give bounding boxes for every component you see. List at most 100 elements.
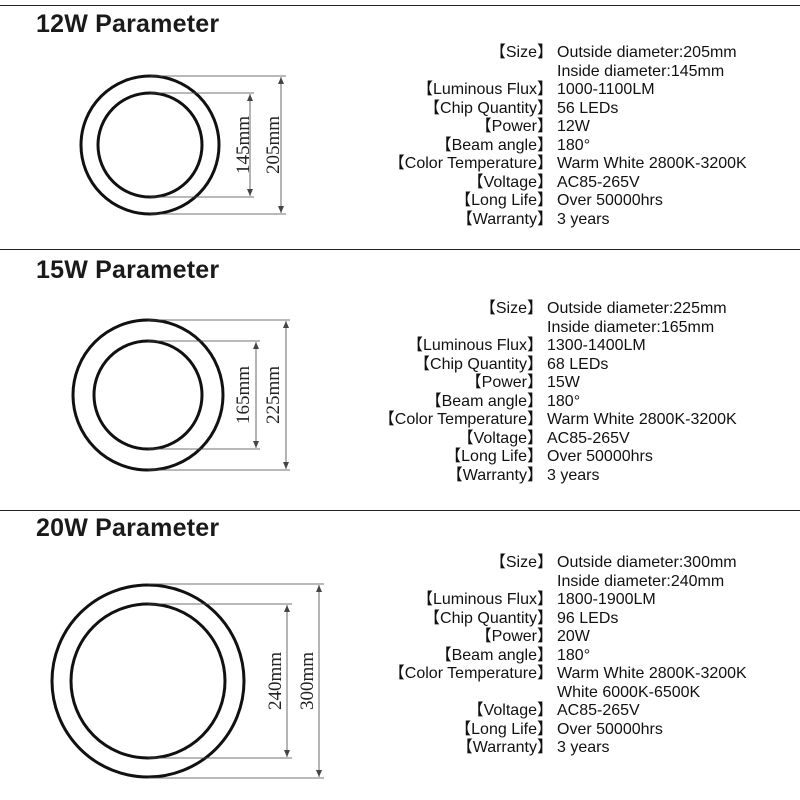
section-title-20w: 20W Parameter [36,514,220,542]
spec-label: 【Luminous Flux】 [406,337,543,354]
spec-value: Over 50000hrs [557,720,663,738]
spec-label: 【Chip Quantity】 [424,609,553,627]
spec-value: 15W [547,374,580,391]
spec-row: 【Luminous Flux】1300-1400LM [365,337,737,356]
spec-label: 【Voltage】 [467,173,553,191]
spec-row: 【Size】Outside diameter:205mm [375,44,747,63]
outer-diameter-label-12w: 205mm [263,116,284,174]
spec-value: 1300-1400LM [547,337,646,354]
spec-label: 【Color Temperature】 [378,411,543,428]
spec-label [365,319,543,338]
spec-value: 1000-1100LM [557,81,655,98]
spec-row: 【Beam angle】180° [375,647,747,666]
spec-value: Over 50000hrs [547,448,653,465]
spec-value: 1800-1900LM [557,591,656,608]
spec-value: Outside diameter:300mm [557,554,737,571]
spec-value: Outside diameter:225mm [547,300,727,317]
spec-label [375,684,553,703]
spec-list-20w: 【Size】Outside diameter:300mm Inside diam… [375,554,747,758]
spec-label: 【Beam angle】 [425,392,543,410]
spec-value: Inside diameter:165mm [547,318,715,336]
top-divider [0,5,800,6]
spec-label: 【Color Temperature】 [388,155,553,172]
section-divider [0,249,800,250]
spec-row: 【Color Temperature】Warm White 2800K-3200… [375,665,747,684]
outer-ring-12w [79,74,221,216]
ring-diagram-12w: 145mm 205mm [0,72,300,222]
spec-row: White 6000K-6500K [375,684,747,703]
spec-value: Warm White 2800K-3200K [557,665,747,682]
ring-diagram-20w: 240mm 300mm [0,560,330,800]
spec-label: 【Voltage】 [467,702,553,719]
spec-row: 【Warranty】3 years [375,211,747,230]
spec-label: 【Warranty】 [456,739,553,756]
spec-row: 【Chip Quantity】68 LEDs [365,356,737,375]
spec-row: 【Long Life】Over 50000hrs [375,721,747,740]
spec-value: AC85-265V [547,429,630,447]
outer-diameter-label-15w: 225mm [263,366,284,424]
spec-value: 3 years [557,210,610,228]
spec-value: Warm White 2800K-3200K [547,411,737,428]
spec-value: 3 years [547,466,600,484]
spec-row: 【Long Life】Over 50000hrs [375,192,747,211]
spec-label: 【Power】 [475,118,553,135]
spec-row: 【Voltage】AC85-265V [375,702,747,721]
spec-label: 【Beam angle】 [435,136,553,154]
spec-label: 【Long Life】 [455,192,553,209]
spec-value: 68 LEDs [547,355,609,373]
spec-label: 【Color Temperature】 [388,665,553,682]
spec-value: 3 years [557,739,610,756]
section-divider [0,510,800,511]
inner-diameter-label-20w: 240mm [265,652,286,710]
spec-row: 【Size】Outside diameter:300mm [375,554,747,573]
spec-label: 【Size】 [479,300,543,317]
spec-list-15w: 【Size】Outside diameter:225mm Inside diam… [365,300,737,485]
ring-diagram-15w: 165mm 225mm [0,318,300,478]
spec-label: 【Size】 [489,554,553,571]
spec-value: AC85-265V [557,702,640,719]
section-title-15w: 15W Parameter [36,256,220,284]
spec-label [375,573,553,592]
spec-value: Inside diameter:240mm [557,572,725,590]
spec-row: 【Long Life】Over 50000hrs [365,448,737,467]
spec-value: 180° [557,136,591,154]
spec-row: 【Voltage】AC85-265V [365,430,737,449]
inner-ring-12w [96,91,204,199]
spec-value: Over 50000hrs [557,192,663,209]
spec-value: 12W [557,118,590,135]
spec-label: 【Power】 [475,628,553,645]
spec-row: 【Power】15W [365,374,737,393]
spec-row: 【Warranty】3 years [365,467,737,486]
spec-row: Inside diameter:165mm [365,319,737,338]
spec-value: 56 LEDs [557,99,619,117]
spec-value: White 6000K-6500K [557,683,701,701]
spec-value: 96 LEDs [557,609,619,627]
spec-value: Inside diameter:145mm [557,62,725,80]
spec-value: AC85-265V [557,173,640,191]
spec-label: 【Warranty】 [456,210,553,228]
spec-row: 【Power】12W [375,118,747,137]
spec-list-12w: 【Size】Outside diameter:205mm Inside diam… [375,44,747,229]
spec-label: 【Luminous Flux】 [416,591,553,608]
spec-label: 【Chip Quantity】 [424,99,553,117]
spec-label: 【Luminous Flux】 [416,81,553,98]
inner-diameter-label-15w: 165mm [233,366,254,424]
spec-row: 【Color Temperature】Warm White 2800K-3200… [375,155,747,174]
spec-label [375,63,553,82]
spec-row: 【Power】20W [375,628,747,647]
outer-ring-20w [50,583,246,779]
spec-row: 【Chip Quantity】56 LEDs [375,100,747,119]
spec-row: 【Beam angle】180° [365,393,737,412]
spec-value: 20W [557,628,590,645]
spec-value: 180° [547,392,581,410]
inner-ring-20w [69,602,227,760]
spec-row: 【Luminous Flux】1800-1900LM [375,591,747,610]
spec-label: 【Voltage】 [457,429,543,447]
spec-row: 【Chip Quantity】96 LEDs [375,610,747,629]
spec-value: Outside diameter:205mm [557,44,737,61]
spec-value: Warm White 2800K-3200K [557,155,747,172]
spec-row: 【Beam angle】180° [375,137,747,156]
spec-row: Inside diameter:240mm [375,573,747,592]
spec-label: 【Long Life】 [455,720,553,738]
section-title-12w: 12W Parameter [36,10,220,38]
